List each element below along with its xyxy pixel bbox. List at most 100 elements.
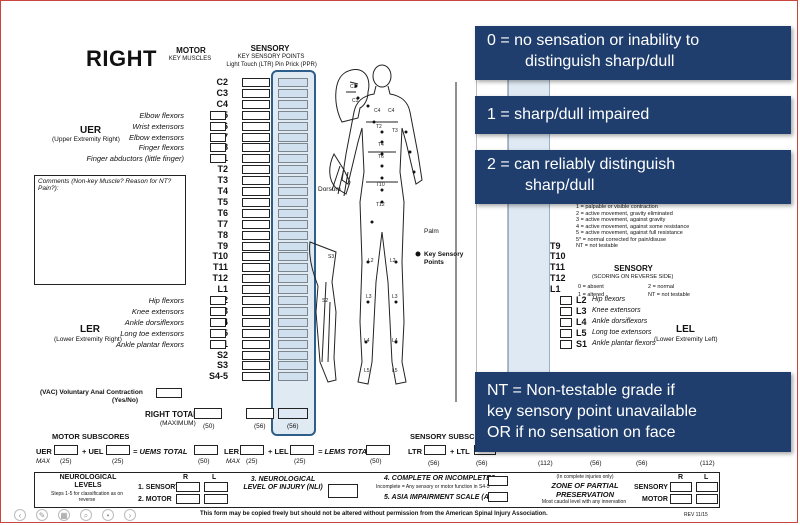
left-motor-cell[interactable]	[560, 306, 572, 316]
motor-score-cell[interactable]	[210, 110, 226, 120]
muscle-grade-item: 1 = palpable or visible contraction	[576, 204, 658, 210]
zpp-sensory-r-input[interactable]	[670, 482, 692, 492]
light-touch-cell[interactable]	[242, 154, 270, 164]
complete-sub: Incomplete = Any sensory or motor functi…	[376, 484, 490, 490]
motor-score-cell[interactable]	[210, 317, 226, 327]
svg-text:C3: C3	[352, 98, 359, 104]
motor-score-cell[interactable]	[210, 143, 226, 153]
light-touch-cell[interactable]	[242, 306, 270, 316]
uel-subscore-input[interactable]	[106, 445, 130, 455]
motor-score-cell[interactable]	[210, 306, 226, 316]
motor-l-input[interactable]	[204, 494, 228, 504]
lel-label: LEL	[676, 324, 695, 335]
uems-total-input[interactable]	[194, 445, 218, 455]
svg-text:T3: T3	[392, 128, 398, 134]
motor-score-cell[interactable]	[210, 328, 226, 338]
zpp-motor-l-input[interactable]	[696, 494, 718, 504]
light-touch-cell[interactable]	[242, 230, 270, 240]
zpp-top: (In complete injuries only)	[556, 474, 614, 480]
comments-box[interactable]: Comments (Non-key Muscle? Reason for NT?…	[34, 175, 186, 285]
motor-total-input[interactable]	[194, 408, 222, 419]
motor-score-cell[interactable]	[210, 132, 226, 142]
left-motor-cell[interactable]	[560, 339, 572, 349]
pin-prick-header: Pin Prick (PPR)	[275, 62, 317, 68]
light-touch-cell[interactable]	[242, 197, 270, 207]
light-touch-cell[interactable]	[242, 176, 270, 186]
nli-input[interactable]	[328, 484, 358, 498]
slide-zoom-icon[interactable]: ⌕	[80, 509, 92, 521]
complete-input[interactable]	[488, 476, 508, 486]
slide-pen-icon[interactable]: ✎	[36, 509, 48, 521]
light-touch-cell[interactable]	[242, 263, 270, 273]
level-label: T2	[217, 164, 228, 175]
left-lower-level-label: L4	[576, 316, 587, 327]
lel-sub: (Lower Extremity Left)	[654, 336, 718, 343]
uer-sub: (Upper Extremity Right)	[52, 136, 120, 143]
svg-text:T4: T4	[378, 142, 384, 148]
left-motor-cell[interactable]	[560, 317, 572, 327]
ais-label: 5. ASIA IMPAIRMENT SCALE (AIS)	[384, 494, 498, 501]
lt-total-input[interactable]	[246, 408, 274, 419]
light-touch-cell[interactable]	[242, 121, 270, 131]
score-0-callout: 0 = no sensation or inability to disting…	[475, 26, 791, 80]
light-touch-cell[interactable]	[242, 350, 270, 360]
light-touch-cell[interactable]	[242, 241, 270, 251]
light-touch-cell[interactable]	[242, 274, 270, 284]
sensory-r-input[interactable]	[176, 482, 200, 492]
level-label: T12	[212, 273, 228, 284]
light-touch-cell[interactable]	[242, 110, 270, 120]
motor-score-cell[interactable]	[210, 121, 226, 131]
light-touch-cell[interactable]	[242, 317, 270, 327]
light-touch-cell[interactable]	[242, 328, 270, 338]
light-touch-cell[interactable]	[242, 143, 270, 153]
left-motor-cell[interactable]	[560, 296, 572, 305]
max-label-2: MAX	[226, 458, 241, 465]
uer-subscore-input[interactable]	[54, 445, 78, 455]
zpp-motor-r-input[interactable]	[670, 494, 692, 504]
ais-input[interactable]	[488, 492, 508, 502]
zpp-sensory-l-input[interactable]	[696, 482, 718, 492]
light-touch-cell[interactable]	[242, 88, 270, 98]
light-touch-cell[interactable]	[242, 296, 270, 305]
slide-next-icon[interactable]: ›	[124, 509, 136, 521]
light-touch-cell[interactable]	[242, 361, 270, 371]
pp-total-input[interactable]	[278, 408, 308, 419]
ltr-subscore-input[interactable]	[424, 445, 446, 455]
light-touch-cell[interactable]	[242, 339, 270, 349]
light-touch-cell[interactable]	[242, 99, 270, 109]
ltl-label: + LTL	[450, 447, 470, 456]
light-touch-cell[interactable]	[242, 285, 270, 295]
light-touch-cell[interactable]	[242, 372, 270, 382]
slide-more-icon[interactable]: •	[102, 509, 114, 521]
motor-score-cell[interactable]	[210, 339, 226, 349]
muscle-label: Ankle plantar flexors	[116, 339, 184, 349]
light-touch-cell[interactable]	[242, 219, 270, 229]
motor-r-input[interactable]	[176, 494, 200, 504]
light-touch-cell[interactable]	[242, 252, 270, 262]
slide-prev-icon[interactable]: ‹	[14, 509, 26, 521]
score-2: 2 = normal	[648, 284, 675, 290]
light-touch-cell[interactable]	[242, 208, 270, 218]
motor-score-cell[interactable]	[210, 154, 226, 164]
ler-subscore-input[interactable]	[240, 445, 264, 455]
level-label: T7	[217, 218, 228, 229]
sensory-sub: KEY SENSORY POINTS	[237, 54, 305, 60]
slide-grid-icon[interactable]: ▦	[58, 509, 70, 521]
left-motor-cell[interactable]	[560, 328, 572, 338]
vac-input[interactable]	[156, 388, 182, 398]
motor-score-cell[interactable]	[210, 296, 226, 305]
nli-label: 3. NEUROLOGICAL LEVEL OF INJURY (NLI)	[243, 476, 323, 491]
sensory-l-input[interactable]	[204, 482, 228, 492]
light-touch-cell[interactable]	[242, 78, 270, 87]
svg-text:T2: T2	[376, 124, 382, 130]
svg-text:S2: S2	[322, 298, 328, 304]
footer-note: This form may be copied freely but shoul…	[200, 511, 548, 517]
lems-total-input[interactable]	[366, 445, 390, 455]
light-touch-cell[interactable]	[242, 165, 270, 175]
lel-subscore-input[interactable]	[290, 445, 314, 455]
light-touch-cell[interactable]	[242, 132, 270, 142]
score-0-line1: 0 = no sensation or inability to	[487, 32, 700, 49]
light-touch-cell[interactable]	[242, 187, 270, 196]
r-header: R	[183, 474, 189, 481]
